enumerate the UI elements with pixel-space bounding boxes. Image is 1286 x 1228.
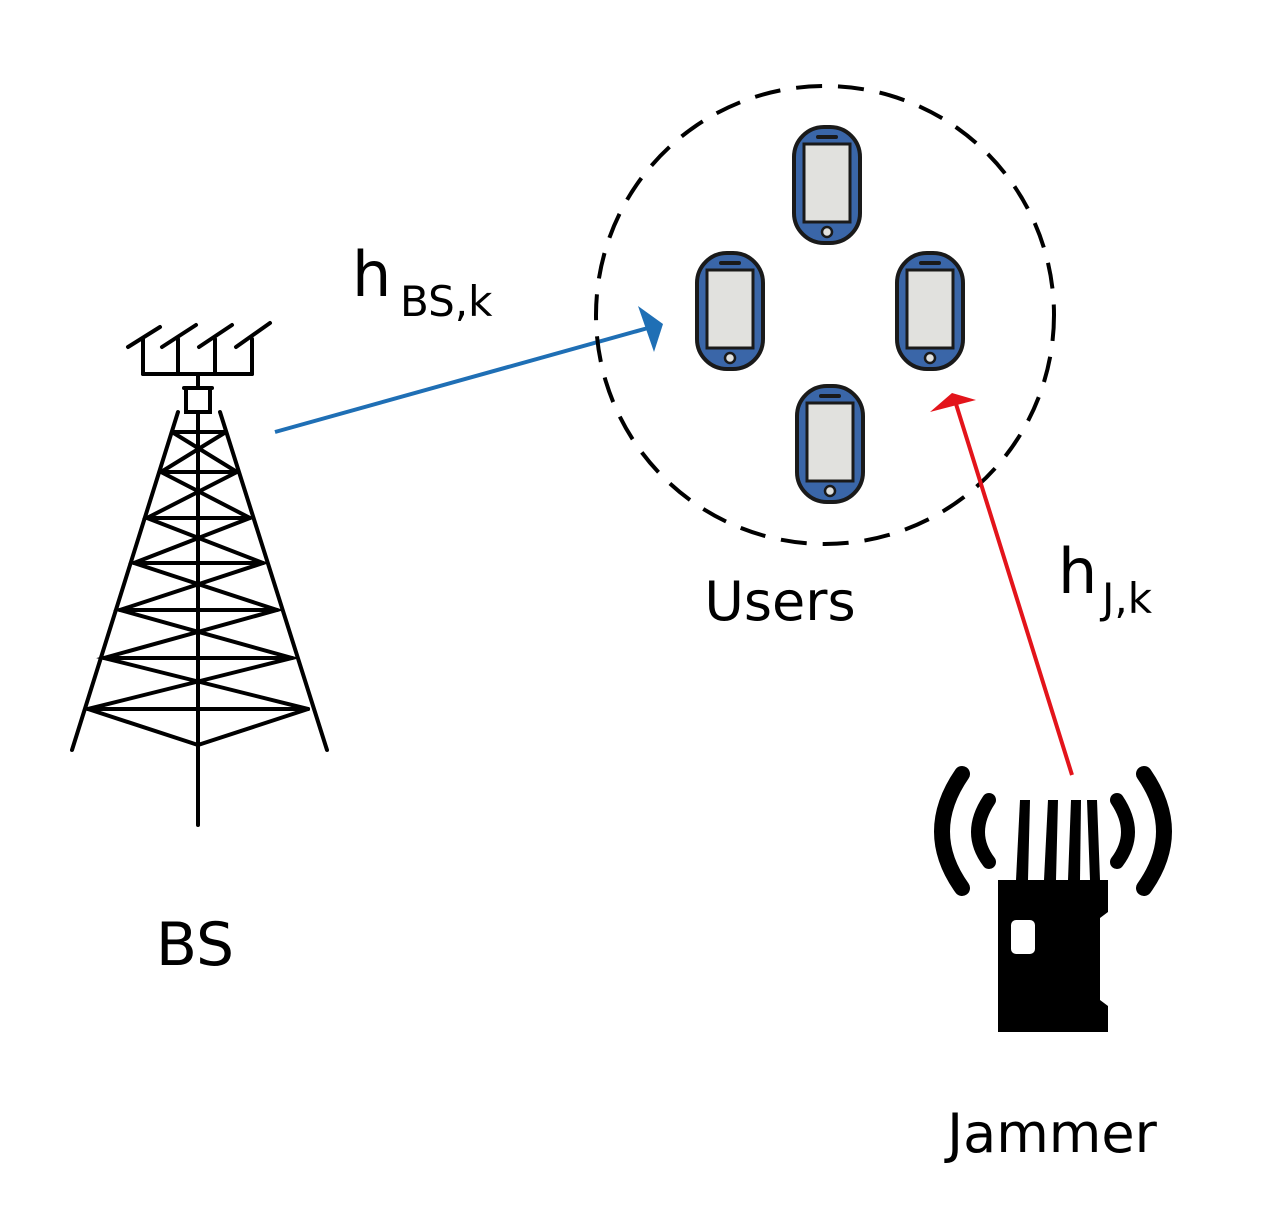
users-label: Users [704,570,855,633]
jammer-channel-arrow [930,393,1074,776]
bs-label: BS [156,910,234,980]
jammer-label: Jammer [944,1102,1157,1165]
users-cluster-boundary [594,84,1056,546]
smartphone-icon [795,384,865,504]
bs-channel-symbol: h [352,238,391,311]
smartphone-icon [695,251,765,371]
jammer-channel-symbol: h [1058,535,1097,608]
jammer-channel-label: h J,k [1058,535,1153,623]
jammer-channel-subscript: J,k [1099,574,1153,623]
bs-channel-label: h BS,k [352,238,493,326]
smartphone-icon [895,251,965,371]
jammer-icon [934,766,1172,1032]
smartphone-icon [792,125,862,245]
cell-tower-icon [70,321,329,827]
bs-channel-arrow [274,306,663,434]
bs-channel-subscript: BS,k [400,277,493,326]
